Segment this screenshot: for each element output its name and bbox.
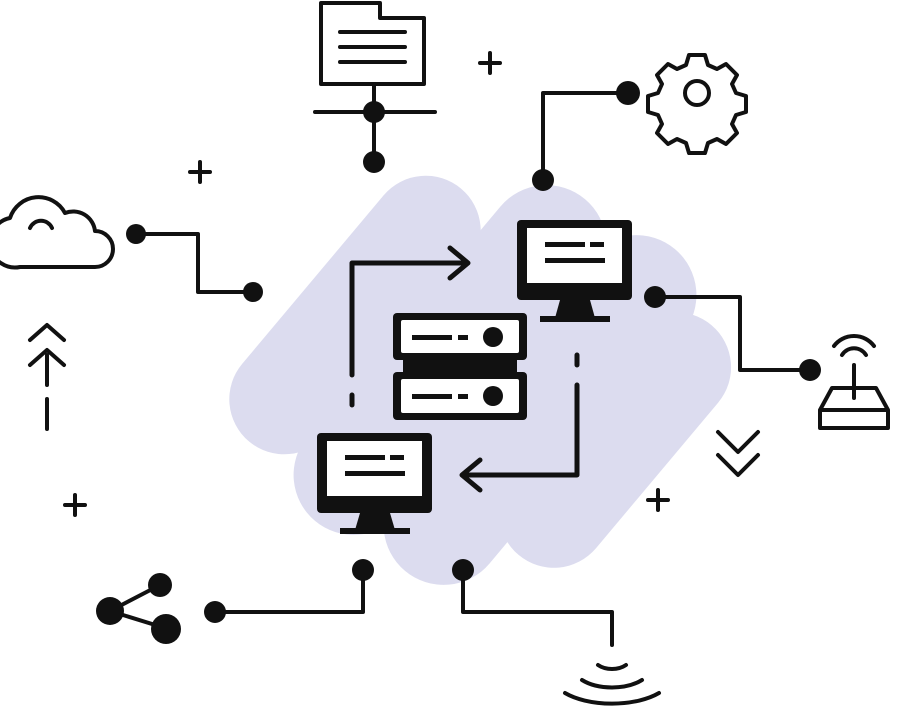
connector-dot bbox=[644, 286, 666, 308]
server-icon bbox=[393, 313, 527, 420]
arrow-left bbox=[459, 352, 580, 493]
connector-dot bbox=[452, 559, 474, 581]
gear-icon bbox=[646, 53, 748, 155]
plus-icon bbox=[478, 51, 502, 75]
document-icon bbox=[313, 1, 437, 164]
connector-dot bbox=[126, 224, 146, 244]
wifi-signal-icon bbox=[563, 663, 661, 706]
arrow-right bbox=[349, 245, 471, 408]
plus-icon bbox=[188, 160, 212, 184]
router-icon bbox=[818, 334, 890, 430]
connector-dot bbox=[799, 359, 821, 381]
share-node bbox=[151, 614, 181, 644]
share-node bbox=[148, 573, 172, 597]
connector-line bbox=[653, 295, 812, 372]
connector-dot bbox=[363, 151, 385, 173]
cloud-icon bbox=[0, 195, 115, 270]
connector-dot bbox=[243, 282, 263, 302]
chevron-down-double-icon bbox=[716, 430, 760, 477]
connector-dot bbox=[363, 101, 385, 123]
connector-dot bbox=[352, 559, 374, 581]
connector-dot bbox=[616, 81, 640, 105]
connector-line bbox=[213, 568, 365, 614]
connector-line bbox=[541, 91, 630, 182]
connector-line bbox=[461, 568, 614, 647]
monitor-icon bbox=[517, 220, 632, 322]
plus-icon bbox=[646, 488, 670, 512]
monitor-icon bbox=[317, 433, 432, 534]
connector-line bbox=[134, 232, 255, 294]
share-node bbox=[96, 597, 124, 625]
chevron-up-double-icon bbox=[28, 323, 66, 437]
connector-dot bbox=[532, 169, 554, 191]
plus-icon bbox=[63, 493, 87, 517]
connector-dot bbox=[204, 601, 226, 623]
